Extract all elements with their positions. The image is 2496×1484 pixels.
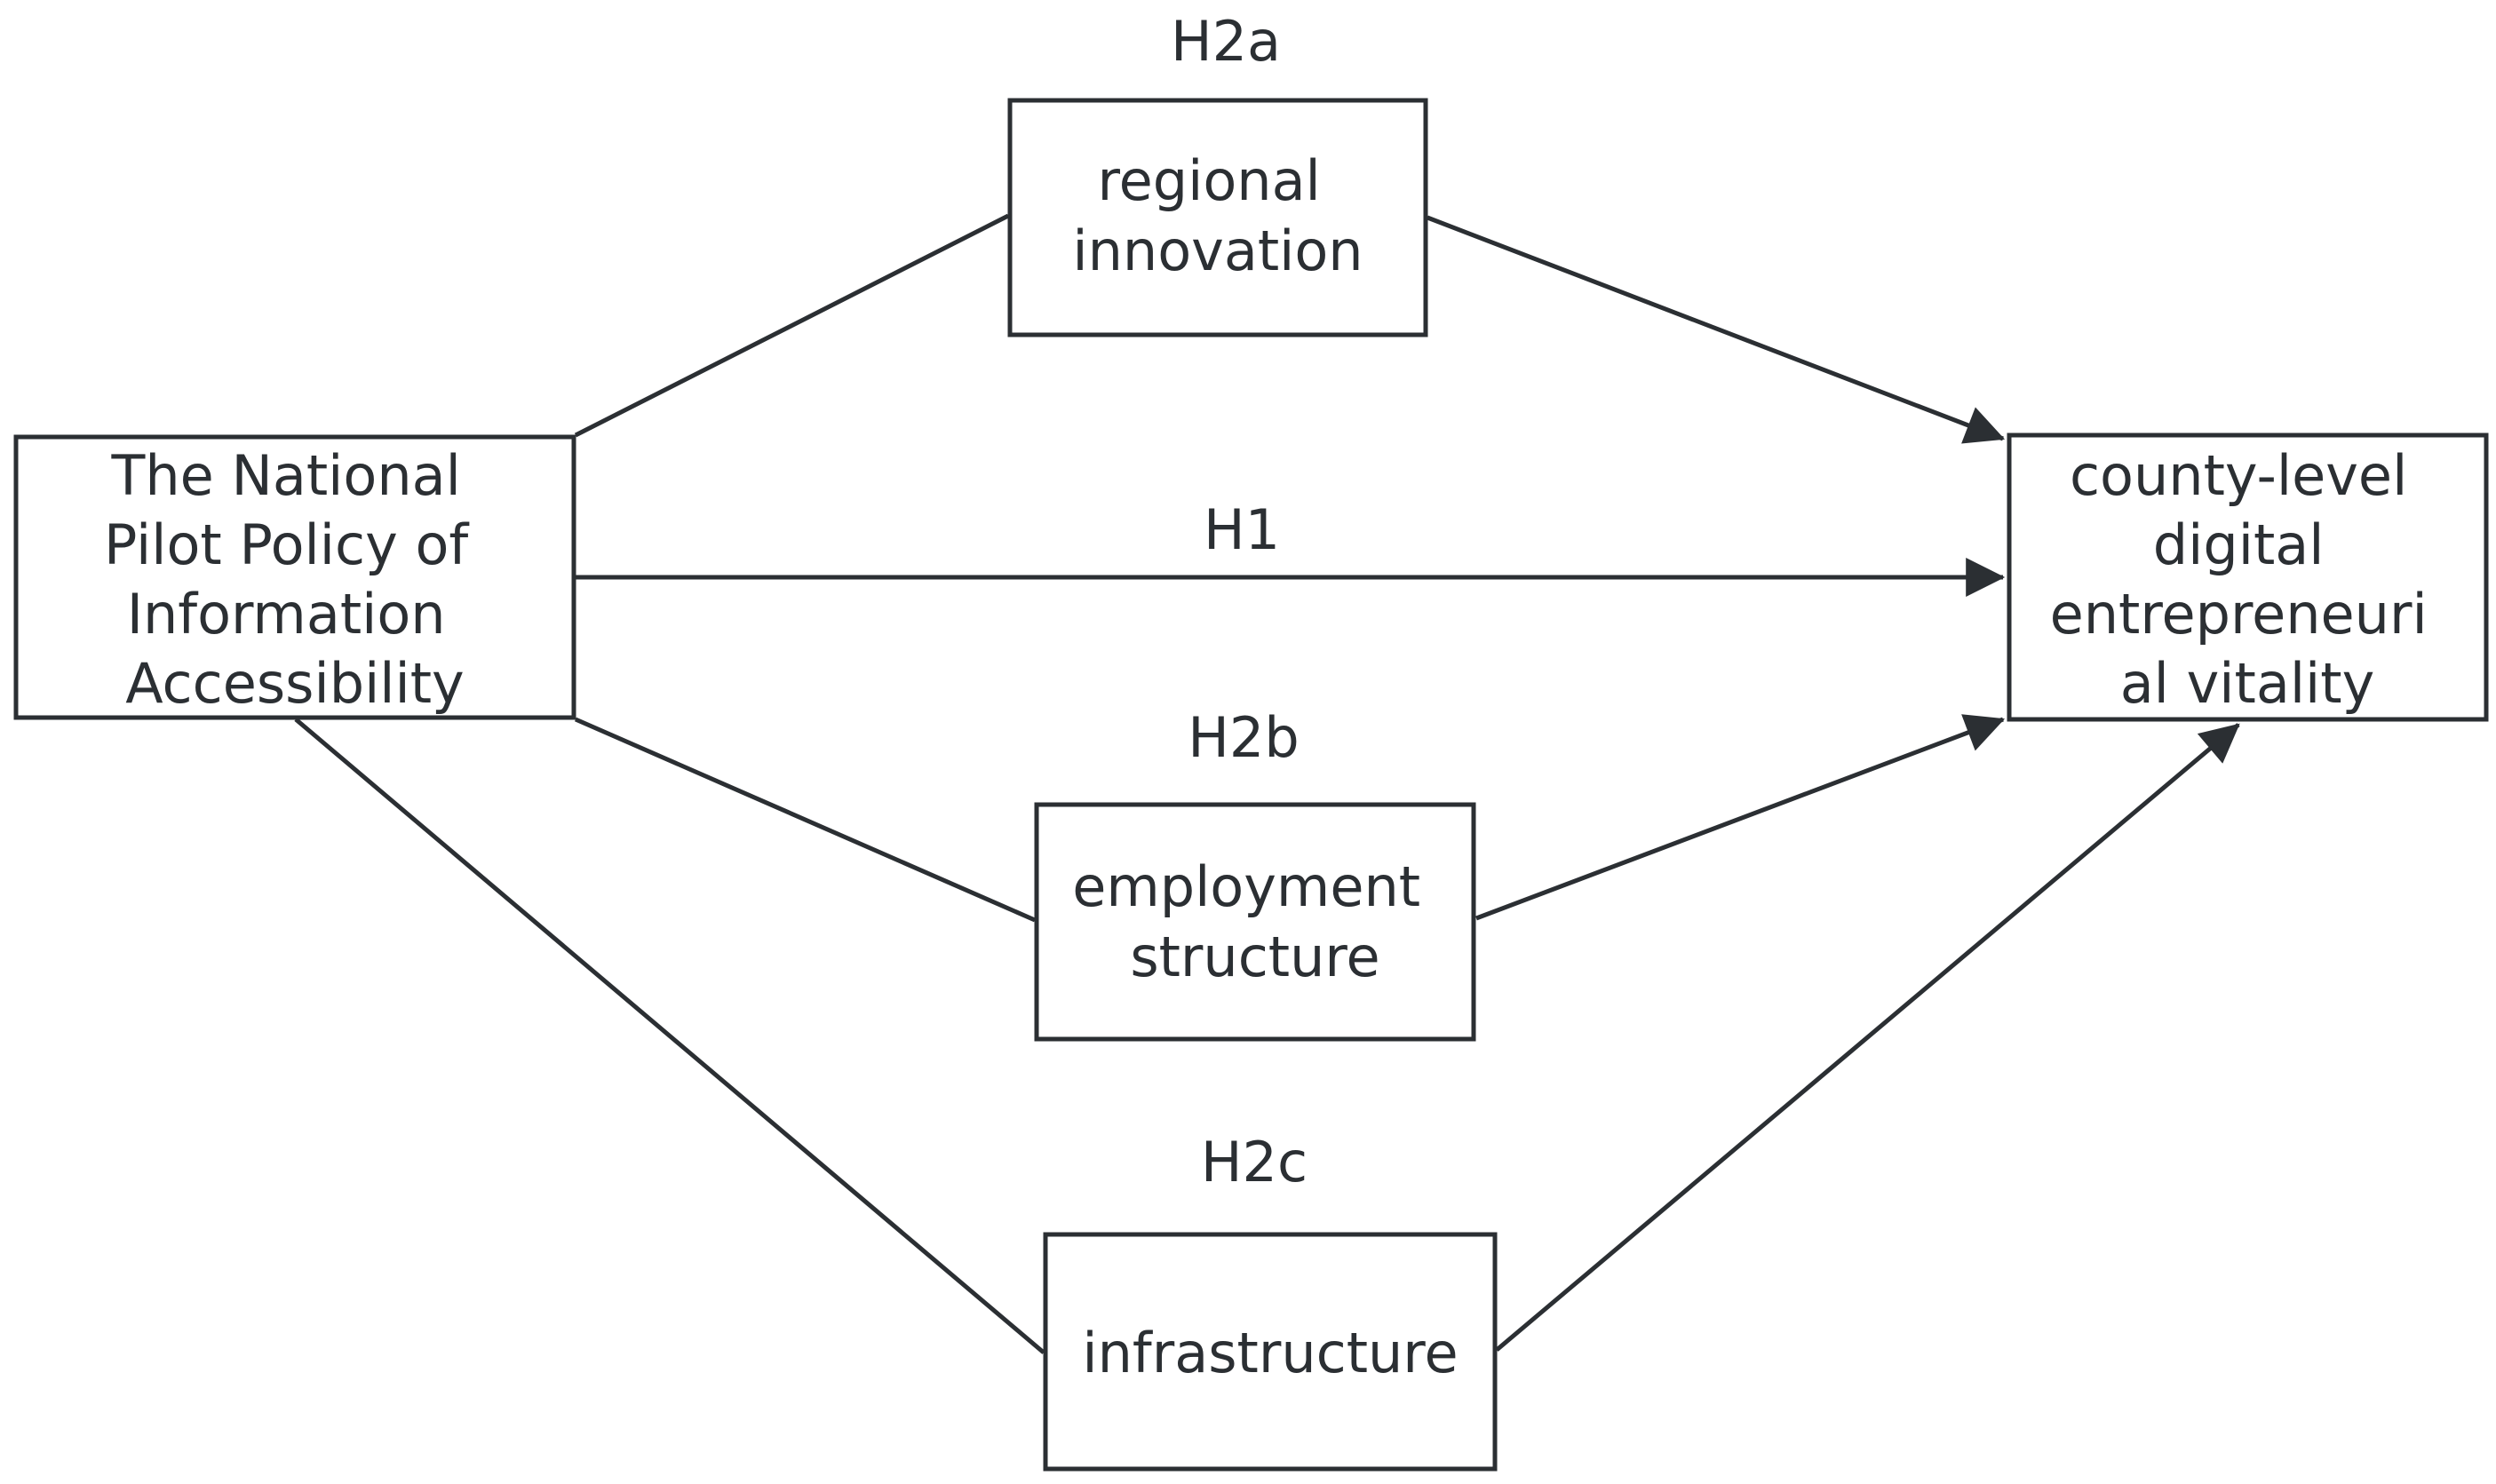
node-infrastructure: infrastructure xyxy=(1043,1232,1498,1472)
node-regional-innovation: regional innovation xyxy=(1007,98,1428,337)
hypothesis-label-h1: H1 xyxy=(1204,497,1280,562)
edge-infrastructure-to-outcome xyxy=(1495,723,2240,1352)
node-employment-structure-label: employment structure xyxy=(1072,854,1438,989)
node-policy-label: The National Pilot Policy of Information… xyxy=(104,443,486,716)
edge-employment-structure-to-outcome xyxy=(1475,714,2006,921)
hypothesis-label-h2b: H2b xyxy=(1188,705,1299,770)
edge-policy-to-employment-structure xyxy=(574,717,1037,923)
hypothesis-label-h2c: H2c xyxy=(1201,1130,1308,1194)
edge-policy-to-infrastructure xyxy=(294,718,1045,1354)
edge-policy-to-regional-innovation xyxy=(574,213,1010,438)
hypothesis-label-h2a: H2a xyxy=(1171,9,1281,74)
node-employment-structure: employment structure xyxy=(1034,802,1476,1042)
edge-regional-innovation-to-outcome xyxy=(1427,215,2006,444)
node-outcome: county-level digital entrepreneuri al vi… xyxy=(2007,433,2489,722)
node-outcome-label: county-level digital entrepreneuri al vi… xyxy=(2050,443,2445,716)
node-regional-innovation-label: regional innovation xyxy=(1072,148,1363,283)
node-policy: The National Pilot Policy of Information… xyxy=(13,434,576,720)
node-infrastructure-label: infrastructure xyxy=(1082,1321,1458,1385)
